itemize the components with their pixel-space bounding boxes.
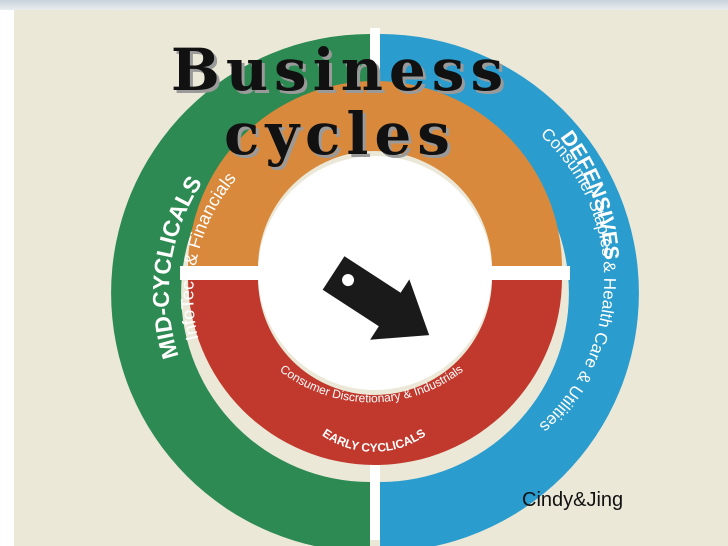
slide-title: Business cycles	[160, 38, 520, 166]
arrow-icon	[322, 256, 430, 340]
author-credit: Cindy&Jing	[522, 489, 624, 511]
title-line-1: Business	[170, 36, 510, 104]
ring-gap-top	[370, 28, 380, 108]
defensives-segment	[380, 34, 639, 546]
title-line-2: cycles	[224, 100, 456, 168]
early-cyclicals-segment	[188, 278, 562, 465]
ring-gap-bottom	[370, 440, 380, 540]
upper-inner-segment	[188, 81, 562, 268]
mid-cyclicals-segment	[111, 34, 370, 546]
top-rule	[0, 0, 728, 10]
inner-divider	[180, 266, 570, 280]
